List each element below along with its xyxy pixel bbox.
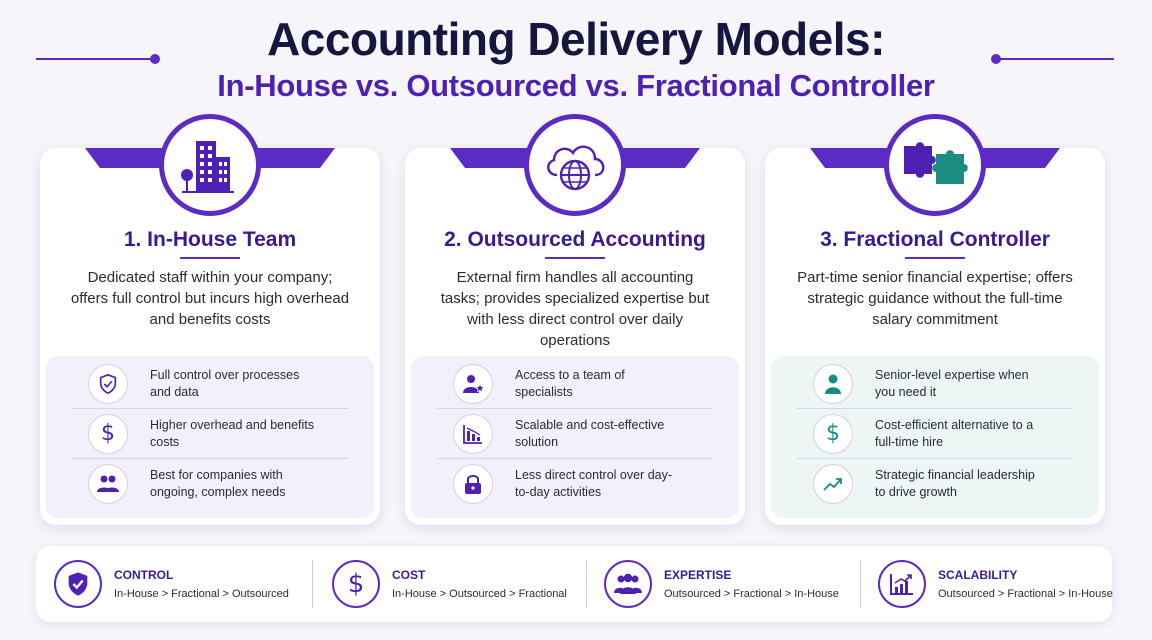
shield-check-icon [88, 363, 128, 404]
feature-text: Senior-level expertise when you need it [875, 367, 1029, 399]
card-description: Part-time senior financial expertise; of… [797, 269, 1073, 328]
users-icon [88, 464, 128, 504]
lock-icon [453, 464, 493, 504]
dollar-icon: $ [332, 560, 380, 608]
feature-text: Strategic financial leadership to drive … [875, 468, 1035, 499]
comparison-bar: CONTROL In-House > Fractional > Outsourc… [36, 546, 1113, 622]
puzzle-icon [904, 142, 968, 184]
metric-label: EXPERTISE [664, 568, 732, 582]
card-icon-circle [524, 114, 626, 216]
feature-item: Scalable and cost-effective solution [437, 409, 713, 459]
title-underline [180, 257, 240, 259]
card-description: Dedicated staff within your company; off… [70, 269, 350, 328]
metric-scalability: SCALABILITY Outsourced > Fractional > In… [878, 546, 1113, 622]
page-title: Accounting Delivery Models: [267, 13, 885, 65]
users-icon [604, 560, 652, 608]
metric-value: In-House > Fractional > Outsourced [114, 588, 289, 600]
card-title: 3. Fractional Controller [820, 228, 1050, 251]
feature-item: $ Cost-efficient alternative to a full-t… [797, 409, 1073, 459]
trend-up-icon [813, 464, 853, 504]
feature-list: Access to a team of specialists Scalable… [411, 356, 739, 518]
feature-text: Full control over processes and data [150, 367, 300, 399]
feature-item: Best for companies with ongoing, complex… [72, 459, 348, 509]
metric-value: In-House > Outsourced > Fractional [392, 588, 567, 600]
header-decor-dot-left [150, 54, 160, 64]
feature-text: Less direct control over day-to-day acti… [515, 468, 673, 499]
metric-expertise: EXPERTISE Outsourced > Fractional > In-H… [604, 546, 839, 622]
feature-item: Senior-level expertise when you need it [797, 359, 1073, 409]
page-subtitle: In-House vs. Outsourced vs. Fractional C… [217, 68, 935, 103]
user-icon [813, 363, 853, 404]
feature-text: Access to a team of specialists [515, 367, 625, 399]
feature-text: Scalable and cost-effective solution [515, 417, 665, 449]
metric-label: SCALABILITY [938, 568, 1018, 582]
card-description: External firm handles all accounting tas… [440, 269, 710, 349]
metric-cost: $ COST In-House > Outsourced > Fractiona… [332, 546, 567, 622]
bar-chart-icon [453, 413, 493, 454]
cloud-globe-icon [547, 145, 605, 191]
shield-check-icon [54, 560, 102, 608]
feature-text: Higher overhead and benefits costs [150, 417, 315, 449]
card-icon-circle [159, 114, 261, 216]
metric-value: Outsourced > Fractional > In-House [938, 588, 1113, 600]
feature-text: Cost-efficient alternative to a full-tim… [875, 417, 1034, 449]
metric-divider [860, 560, 861, 608]
header-decor-dot-right [991, 54, 1001, 64]
bar-chart-up-icon [878, 560, 926, 608]
feature-item: Less direct control over day-to-day acti… [437, 459, 713, 509]
feature-text: Best for companies with ongoing, complex… [150, 468, 286, 499]
metric-divider [312, 560, 313, 608]
feature-list: Senior-level expertise when you need it … [771, 356, 1099, 518]
feature-item: $ Higher overhead and benefits costs [72, 409, 348, 459]
card-title: 1. In-House Team [123, 228, 297, 251]
metric-divider [586, 560, 587, 608]
feature-list: Full control over processes and data $ H… [46, 356, 374, 518]
metric-value: Outsourced > Fractional > In-House [664, 588, 839, 600]
dollar-icon: $ [813, 413, 853, 454]
title-underline [545, 257, 605, 259]
feature-item: Strategic financial leadership to drive … [797, 459, 1073, 509]
feature-item: Access to a team of specialists [437, 359, 713, 409]
building-icon [181, 141, 234, 193]
metric-label: COST [392, 568, 426, 582]
user-star-icon [453, 363, 493, 404]
card-icon-circle [884, 114, 986, 216]
header-decor-line-left [36, 58, 152, 60]
dollar-icon: $ [88, 413, 128, 454]
title-underline [905, 257, 965, 259]
card-in-house: 1. In-House Team Dedicated staff within … [40, 148, 380, 525]
header-decor-line-right [1000, 58, 1114, 60]
metric-label: CONTROL [114, 568, 174, 582]
metric-control: CONTROL In-House > Fractional > Outsourc… [54, 546, 289, 622]
feature-item: Full control over processes and data [72, 359, 348, 409]
card-title: 2. Outsourced Accounting [444, 228, 706, 251]
